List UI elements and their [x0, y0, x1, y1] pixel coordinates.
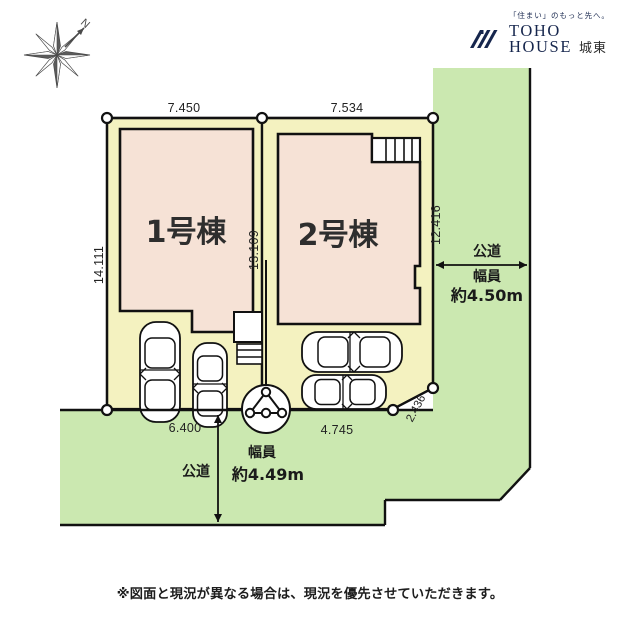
building-1-label: 1号棟: [146, 215, 228, 250]
dimension-top-left: 7.450: [168, 101, 201, 115]
toho-chevron-mark-icon: [470, 30, 498, 48]
east-road-annotation: 公道 幅員 約4.50m: [436, 243, 527, 305]
brand-text-block: 「住まい」のもっと先へ。 TOHO HOUSE 城東: [509, 12, 610, 56]
dimension-right-side: 12.416: [429, 205, 443, 245]
brand-suffix: 城東: [579, 40, 608, 56]
brand-tagline: 「住まい」のもっと先へ。: [509, 11, 610, 21]
car-icon: [192, 342, 228, 428]
east-road-name: 公道: [473, 243, 501, 260]
brand-line-2: HOUSE: [509, 37, 573, 57]
brand-logo: 「住まい」のもっと先へ。 TOHO HOUSE 城東: [468, 6, 616, 62]
car-icon: [301, 331, 403, 373]
parking-lot-2: [301, 331, 403, 410]
parcel-boundary: [60, 68, 532, 527]
compass-rose: N: [23, 17, 92, 89]
disclaimer-note: ※図面と現況が異なる場合は、現況を優先させていただきます。: [116, 587, 504, 602]
east-road-width-value: 約4.50m: [450, 286, 523, 305]
building-2-footprint: [276, 132, 422, 326]
brand-line-1: TOHO: [509, 20, 561, 40]
public-road-area: [60, 68, 530, 525]
dimension-left-side: 14.111: [92, 246, 106, 284]
south-road-width-value: 約4.49m: [231, 465, 304, 484]
entry-steps: [233, 311, 263, 365]
dimension-middle: 13.109: [247, 230, 261, 270]
dimension-bottom-right: 4.745: [321, 423, 354, 437]
car-icon: [301, 374, 387, 410]
dimension-top-right: 7.534: [331, 101, 364, 115]
south-road-name: 公道: [182, 463, 210, 480]
car-icon: [139, 321, 181, 423]
south-road-annotation: 公道 幅員 約4.49m: [182, 415, 304, 522]
building-2-label: 2号棟: [298, 218, 380, 253]
dimension-bottom-left: 6.400: [169, 421, 202, 435]
parking-lot-1: [139, 321, 228, 428]
manhole-symbol: [241, 260, 291, 434]
building-1-footprint: [118, 127, 255, 334]
east-road-width-label: 幅員: [473, 268, 501, 285]
south-road-width-label: 幅員: [248, 444, 276, 461]
brand-line-2-row: HOUSE 城東: [509, 39, 610, 56]
compass-north-label: N: [78, 17, 92, 31]
compass-north-needle: [64, 27, 85, 48]
survey-nodes: [100, 111, 440, 417]
